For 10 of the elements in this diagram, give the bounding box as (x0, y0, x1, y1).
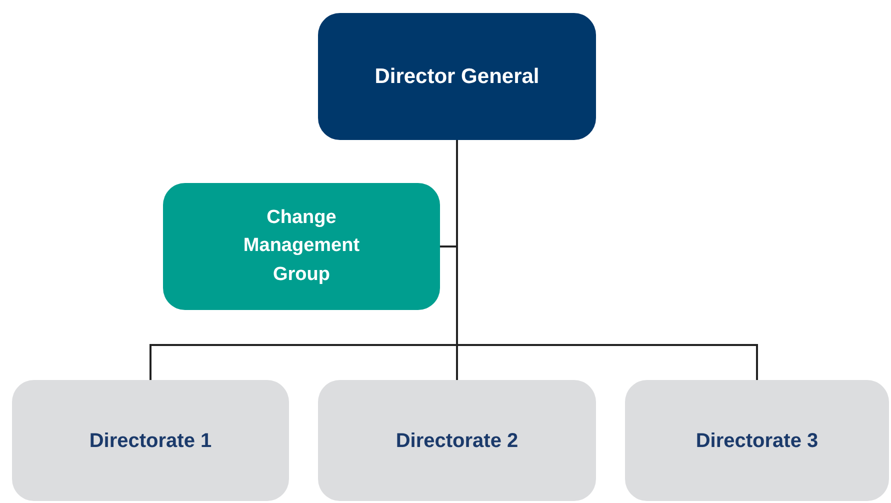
box-label: Director General (374, 64, 540, 90)
box-label: Directorate 3 (696, 428, 818, 454)
box-label: Directorate 2 (396, 428, 518, 454)
box-label: Change Management Group (242, 206, 361, 287)
box-label: Directorate 1 (89, 428, 212, 454)
org-box (318, 13, 596, 140)
org-box (12, 380, 289, 501)
org-box (625, 380, 889, 501)
org-box (163, 183, 440, 310)
org-box (318, 380, 596, 501)
